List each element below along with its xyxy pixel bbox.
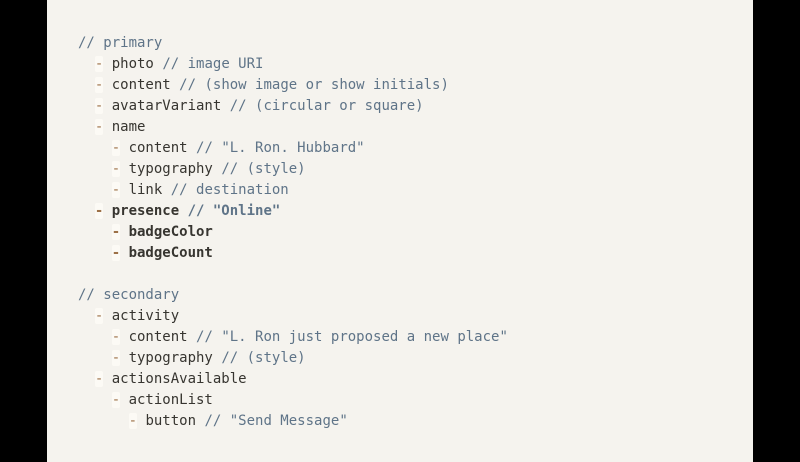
letterbox-left [0,0,47,462]
comment-text: // "Send Message" [204,413,348,429]
comment-text: // destination [170,182,289,198]
outline-line: - typography // (style) [78,348,753,369]
comment-text: // (circular or square) [229,98,424,114]
list-dash-marker: - [94,119,104,135]
list-dash-marker: - [128,413,137,429]
comment-text: // secondary [78,287,180,303]
list-dash-marker: - [111,224,121,240]
list-dash-marker: - [94,56,104,72]
letterbox-right [753,0,800,462]
outline-line: - content // "L. Ron. Hubbard" [78,138,753,159]
comment-text: // image URI [162,56,264,72]
property-name: activity [111,308,180,324]
property-name: actionsAvailable [111,371,247,387]
list-dash-marker: - [94,371,104,387]
property-name: button [145,413,197,429]
document-page[interactable]: // primary- photo // image URI- content … [47,0,753,462]
outline-line: - name [78,117,753,138]
outline-line: // secondary [78,285,753,306]
property-name: avatarVariant [111,98,222,114]
list-dash-marker: - [111,329,121,345]
comment-text: // "L. Ron just proposed a new place" [196,329,508,345]
property-name: typography [128,350,213,366]
property-name: name [111,119,146,135]
outline-line: - badgeColor [78,222,753,243]
outline-lines[interactable]: // primary- photo // image URI- content … [47,0,753,432]
list-dash-marker: - [111,161,121,177]
comment-text: // "Online" [187,203,281,219]
list-dash-marker: - [94,308,104,324]
property-name: badgeColor [128,224,213,240]
outline-line: - button // "Send Message" [78,411,753,432]
outline-line: - photo // image URI [78,54,753,75]
property-name: photo [111,56,154,72]
list-dash-marker: - [94,77,104,93]
property-name: actionList [128,392,213,408]
outline-line: - link // destination [78,180,753,201]
outline-line: - content // (show image or show initial… [78,75,753,96]
property-name: badgeCount [128,245,213,261]
list-dash-marker: - [111,140,121,156]
outline-line: // primary [78,33,753,54]
outline-line: - badgeCount [78,243,753,264]
comment-text: // "L. Ron. Hubbard" [196,140,365,156]
blank-line [78,264,753,285]
outline-line: - content // "L. Ron just proposed a new… [78,327,753,348]
property-name: content [128,329,188,345]
property-name: typography [128,161,213,177]
outline-line: - avatarVariant // (circular or square) [78,96,753,117]
outline-line: - typography // (style) [78,159,753,180]
list-dash-marker: - [111,245,121,261]
list-dash-marker: - [111,392,121,408]
comment-text: // (show image or show initials) [179,77,449,93]
property-name: link [128,182,163,198]
comment-text: // (style) [221,161,306,177]
list-dash-marker: - [111,182,121,198]
outline-line: - presence // "Online" [78,201,753,222]
property-name: content [128,140,188,156]
outline-line: - actionsAvailable [78,369,753,390]
outline-line: - activity [78,306,753,327]
comment-text: // (style) [221,350,306,366]
property-name: content [111,77,171,93]
property-name: presence [111,203,180,219]
comment-text: // primary [78,35,163,51]
outline-line: - actionList [78,390,753,411]
list-dash-marker: - [94,203,104,219]
list-dash-marker: - [94,98,104,114]
list-dash-marker: - [111,350,121,366]
